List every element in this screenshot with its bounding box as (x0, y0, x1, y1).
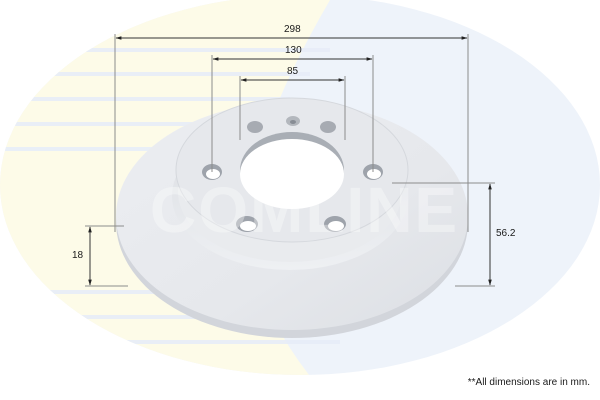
center-bore (240, 132, 344, 209)
brake-disc (116, 97, 468, 338)
dim-label-center-bore: 85 (287, 66, 299, 77)
locating-screw-hole (286, 116, 300, 126)
dimension-lines (88, 36, 492, 286)
dim-label-height: 56.2 (496, 228, 516, 239)
dim-label-thickness: 18 (72, 250, 84, 261)
bolt-hole (320, 121, 336, 133)
bolt-hole (324, 216, 346, 232)
extension-lines (85, 34, 495, 287)
dim-label-outer-diameter: 298 (284, 24, 301, 35)
bolt-hole (236, 216, 258, 232)
bolt-hole (247, 121, 263, 133)
dim-label-hat-diameter: 130 (285, 45, 302, 56)
bolt-holes (202, 116, 383, 232)
watermark-text: COMLINE (150, 174, 459, 246)
units-note: **All dimensions are in mm. (467, 377, 590, 388)
